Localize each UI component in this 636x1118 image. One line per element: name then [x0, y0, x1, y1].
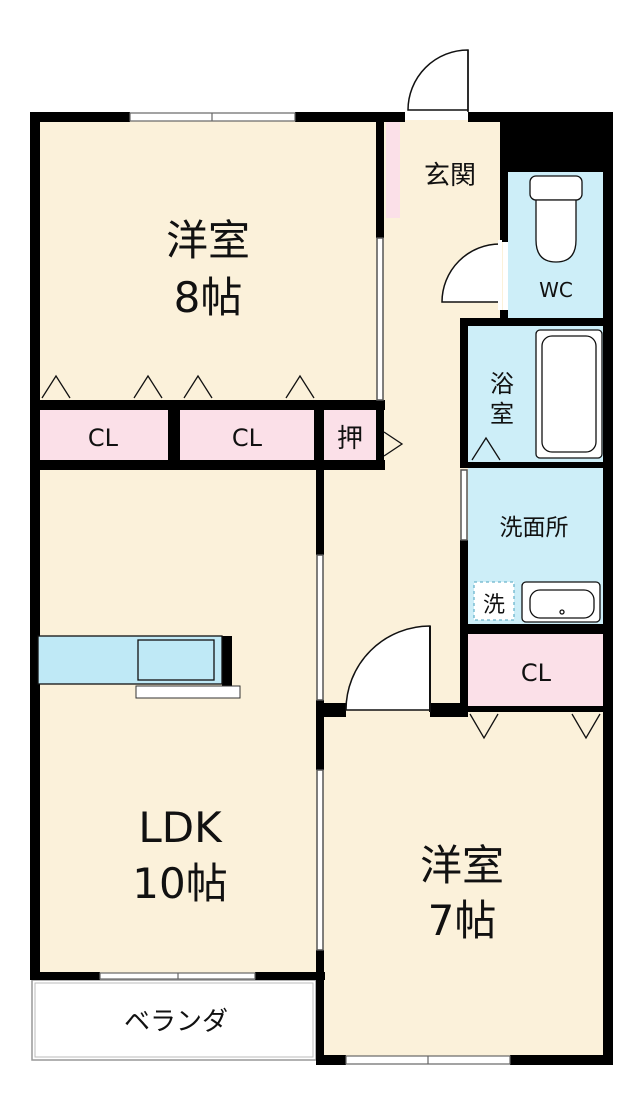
- walls: [30, 112, 613, 1065]
- bath-label-1: 浴: [490, 370, 514, 398]
- entrance-strip: [386, 122, 400, 218]
- kitchen-counter: [37, 635, 241, 699]
- oshiire-floor: [324, 410, 376, 460]
- entrance-floor: [388, 122, 501, 220]
- western-7-size: 7帖: [428, 896, 497, 945]
- closet-1-floor: [38, 410, 168, 460]
- washer-space: [473, 581, 515, 621]
- veranda-label: ベランダ: [124, 1007, 228, 1037]
- ldk-floor: [38, 465, 323, 977]
- western-8-name: 洋室: [166, 216, 250, 265]
- closet-3-floor: [468, 634, 603, 706]
- sliding-doors: [316, 237, 468, 951]
- closet-2-floor: [180, 410, 314, 460]
- closet-door-markers: [41, 374, 601, 740]
- windows: [99, 112, 511, 1065]
- entrance-label: 玄関: [424, 161, 476, 191]
- closet-2-label: CL: [232, 424, 263, 452]
- toilet: [529, 175, 583, 263]
- wc-label: WC: [539, 278, 573, 302]
- washbasin: [521, 581, 601, 623]
- oshiire-label: 押: [337, 424, 363, 454]
- western-8-size: 8帖: [174, 273, 243, 322]
- bath-label-2: 室: [490, 400, 514, 428]
- closet-3-label: CL: [521, 659, 552, 687]
- western-7-floor: [323, 710, 605, 1060]
- entrance-door: [405, 49, 469, 118]
- western-8-floor: [38, 120, 383, 405]
- ldk-size: 10帖: [132, 859, 227, 908]
- western-7-name: 洋室: [420, 841, 504, 890]
- washroom-label: 洗面所: [500, 515, 569, 541]
- ldk-name: LDK: [138, 803, 223, 852]
- closet-1-label: CL: [88, 424, 119, 452]
- veranda-area: [31, 979, 317, 1061]
- bathtub: [535, 329, 603, 459]
- hall-door-swing: [441, 243, 501, 303]
- ldk-door-swing: [345, 625, 431, 711]
- washer-label: 洗: [483, 593, 505, 618]
